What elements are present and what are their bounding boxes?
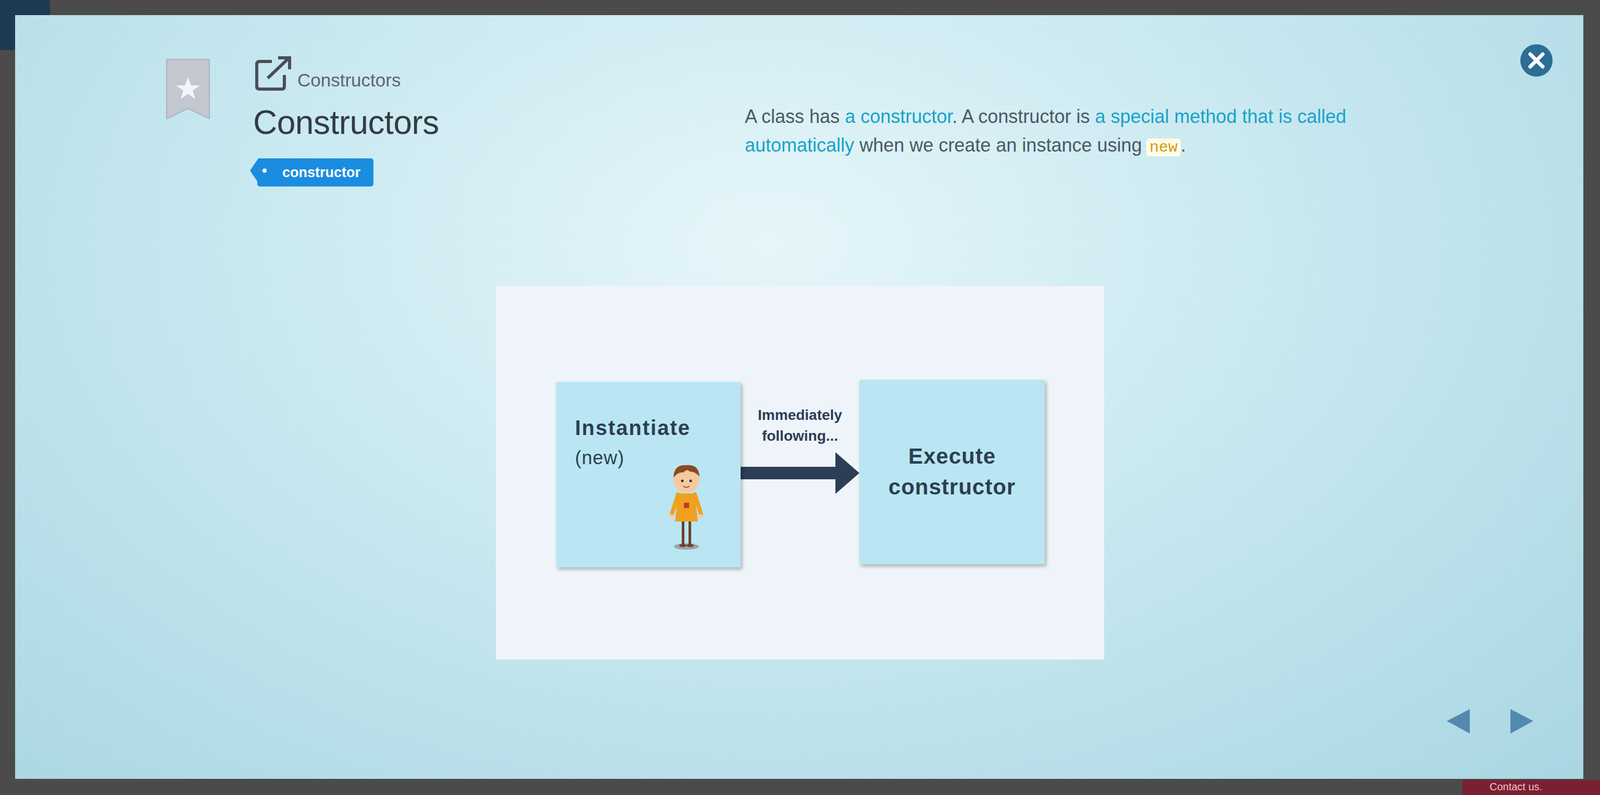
step-box: Instantiate (new) — [556, 381, 741, 568]
tag-point — [250, 158, 271, 183]
node-text: (new) — [575, 446, 731, 469]
tag-pill: constructor — [257, 158, 374, 187]
connector-arrow — [740, 452, 860, 494]
body-text: . — [1180, 134, 1186, 156]
breadcrumb-text: Constructors — [297, 69, 401, 91]
contact-text: Contact us. — [1489, 780, 1543, 793]
description-paragraph: A class hasa constructor. A constructor … — [744, 102, 1375, 162]
page-title: Constructors — [253, 103, 440, 142]
node-text: Execute constructor — [869, 441, 1035, 503]
node-text: constructor — [282, 164, 361, 181]
code-keyword: new — [1146, 138, 1181, 157]
close-button — [1518, 42, 1555, 79]
body-text: when we create an instance using — [859, 134, 1142, 156]
node-text: Instantiate — [575, 416, 731, 440]
body-text: . A constructor is — [952, 105, 1090, 128]
body-text: A class has — [744, 105, 840, 128]
step-box: Execute constructor — [859, 379, 1045, 565]
bookmark-icon — [165, 58, 212, 121]
highlight-text: a constructor — [844, 105, 953, 128]
edge-label: Immediately following... — [742, 404, 858, 447]
nav-arrows — [1444, 707, 1539, 736]
child-figure — [666, 452, 711, 552]
external-link-icon — [254, 55, 294, 92]
